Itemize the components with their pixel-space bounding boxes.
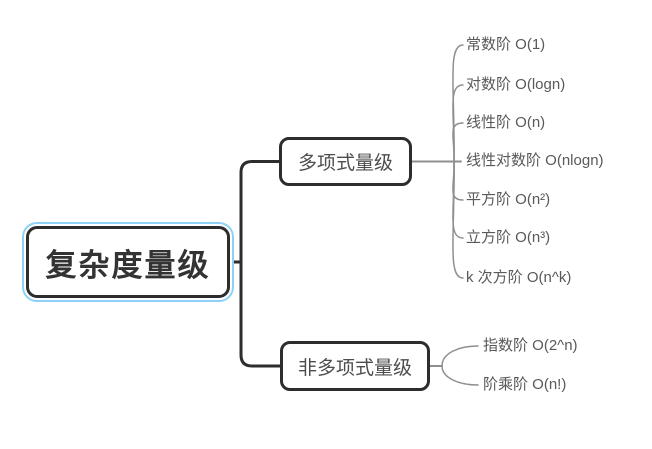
leaf-node-exponential-order[interactable]: 指数阶 O(2^n) xyxy=(483,337,578,354)
connector-branch1-leaf3 xyxy=(452,122,464,163)
connector-branch2-leaf2 xyxy=(441,365,479,386)
root-node-selection-outline: 复杂度量级 xyxy=(22,222,234,302)
leaf-node-nlogn-order[interactable]: 线性对数阶 O(nlogn) xyxy=(466,152,604,169)
branch-node-label: 非多项式量级 xyxy=(297,357,412,379)
leaf-node-kth-power-order[interactable]: k 次方阶 O(n^k) xyxy=(466,269,572,286)
branch-node-non-polynomial[interactable]: 非多项式量级 xyxy=(280,341,430,391)
root-node-label: 复杂度量级 xyxy=(45,247,211,283)
leaf-node-square-order[interactable]: 平方阶 O(n²) xyxy=(466,191,551,208)
root-node[interactable]: 复杂度量级 xyxy=(26,226,230,298)
leaf-node-constant-order[interactable]: 常数阶 O(1) xyxy=(466,36,546,53)
leaf-node-log-order[interactable]: 对数阶 O(logn) xyxy=(466,76,566,93)
leaf-node-factorial-order[interactable]: 阶乘阶 O(n!) xyxy=(483,376,567,393)
connector-root-to-branches xyxy=(239,160,282,368)
leaf-node-linear-order[interactable]: 线性阶 O(n) xyxy=(466,114,546,131)
connector-branch2-leaf1 xyxy=(441,345,479,367)
branch-node-polynomial[interactable]: 多项式量级 xyxy=(279,137,412,186)
leaf-node-cubic-order[interactable]: 立方阶 O(n³) xyxy=(466,229,551,246)
connector-branch1-leaf7 xyxy=(452,160,464,279)
branch-node-label: 多项式量级 xyxy=(297,153,393,174)
